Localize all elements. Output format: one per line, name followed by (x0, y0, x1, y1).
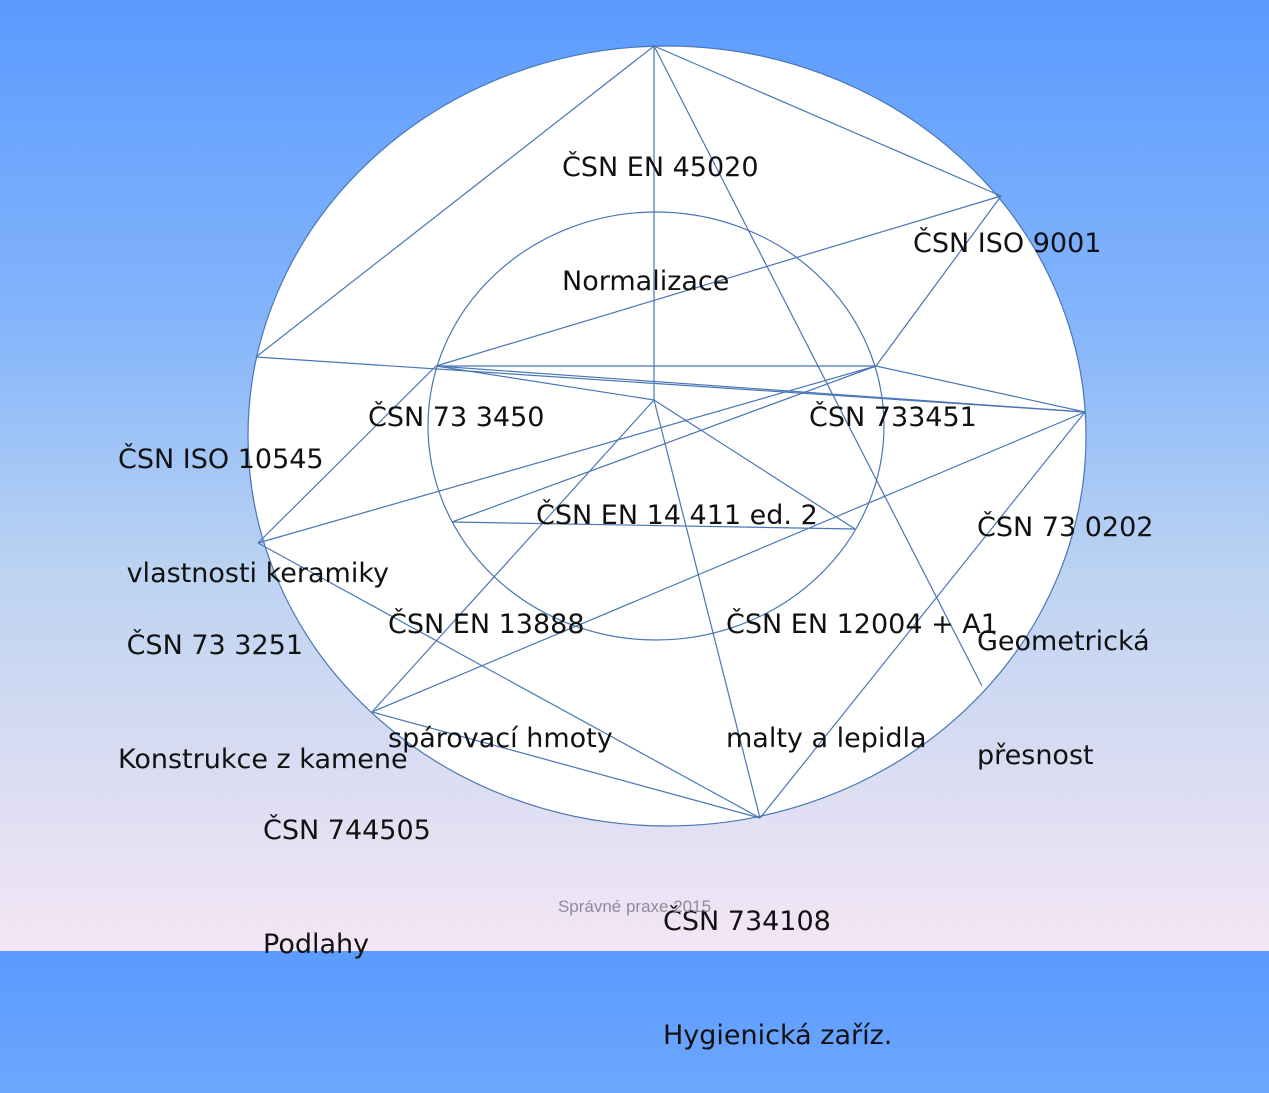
connector-c3451-c13888 (451, 365, 877, 523)
label-csn-744505: ČSN 744505 Podlahy (263, 736, 431, 1002)
label-csn-733451: ČSN 733451 (809, 323, 977, 475)
label-code: ČSN 733451 (809, 402, 977, 433)
connector-center-podl (371, 399, 655, 713)
standards-diagram (247, 45, 1087, 827)
outer-circle (247, 45, 1087, 827)
label-code: ČSN 73 3450 (368, 402, 545, 433)
connector-c3451-r0202 (875, 365, 1086, 413)
connector-iso9001-c3451 (875, 195, 1002, 367)
label-title: Hygienická zaříz. (663, 1020, 893, 1051)
connector-bot-r0202 (759, 411, 1086, 819)
label-csn-iso-9001: ČSN ISO 9001 (913, 149, 1101, 301)
label-code: ČSN EN 13888 (388, 609, 585, 640)
label-csn-en-45020: ČSN EN 45020 Normalizace (562, 73, 759, 339)
connector-podl-bot (371, 711, 761, 819)
label-code: ČSN 744505 (263, 815, 431, 846)
label-title: Konstrukce z kamene (118, 744, 408, 775)
label-code: ČSN EN 45020 (562, 152, 759, 183)
label-code: ČSN 73 3251 (118, 630, 304, 661)
connector-kam-c3450 (257, 365, 437, 544)
label-csn-en-14411: ČSN EN 14 411 ed. 2 (536, 421, 818, 573)
connector-iso10545-r0202 (255, 356, 1086, 413)
label-code: ČSN EN 12004 + A1 (726, 609, 998, 640)
label-csn-73-3251: ČSN 73 3251 Konstrukce z kamene (118, 551, 408, 817)
connector-kam-c3451 (257, 365, 877, 544)
label-title: vlastnosti keramiky (118, 558, 390, 589)
connector-top-iso9001 (653, 45, 1002, 197)
connector-center-bot (653, 399, 761, 819)
label-csn-en-12004: ČSN EN 12004 + A1 malty a lepidla (726, 530, 998, 796)
label-csn-en-13888: ČSN EN 13888 spárovací hmoty (388, 530, 613, 796)
label-csn-iso-10545: ČSN ISO 10545 vlastnosti keramiky (118, 365, 389, 631)
label-csn-73-3450: ČSN 73 3450 (368, 323, 544, 475)
label-code: ČSN ISO 9001 (913, 228, 1102, 259)
label-title: malty a lepidla (726, 723, 927, 754)
label-csn-73-0202: ČSN 73 0202 Geometrická přesnost (977, 433, 1153, 813)
label-title: spárovací hmoty (388, 723, 613, 754)
connector-c13888-c12004 (451, 521, 856, 530)
connector-c3450-center (435, 365, 655, 401)
connector-iso9001-c3450 (435, 195, 1002, 367)
label-title: Geometrická (977, 626, 1150, 657)
connector-podl-r0202 (371, 411, 1086, 713)
label-title-2: přesnost (977, 740, 1094, 771)
label-title: Podlahy (263, 929, 370, 960)
connector-kam-bot (257, 542, 761, 819)
connector-lines (255, 45, 1086, 819)
connector-center-c12004 (653, 399, 856, 530)
connector-top-iso10545 (255, 45, 655, 358)
connector-c3450-r0202 (435, 365, 1086, 413)
label-code: ČSN 734108 (663, 906, 831, 937)
inner-circle (427, 211, 885, 641)
label-code: ČSN ISO 10545 (118, 444, 324, 475)
label-title: Normalizace (562, 266, 730, 297)
label-code: ČSN 73 0202 (977, 512, 1154, 543)
label-csn-734108: ČSN 734108 Hygienická zaříz. (663, 827, 892, 1093)
footer-text: Správné praxe 2015 (557, 897, 712, 916)
label-code: ČSN EN 14 411 ed. 2 (536, 500, 818, 531)
